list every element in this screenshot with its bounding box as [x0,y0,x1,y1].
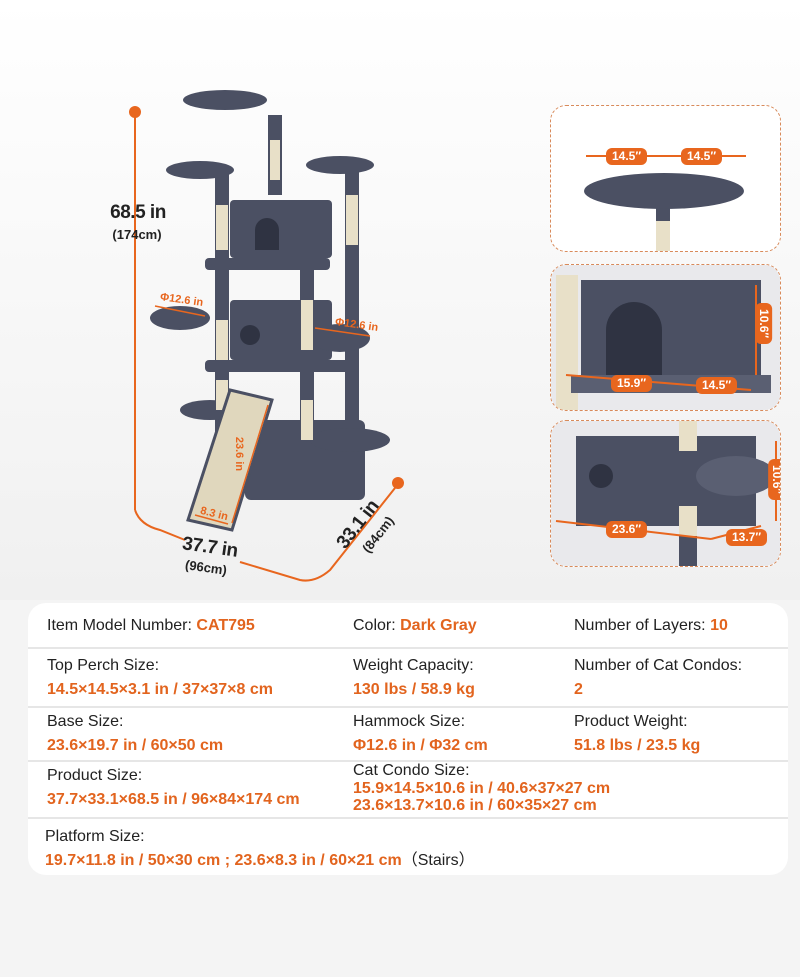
spec-platform: Platform Size: 19.7×11.8 in / 50×30 cm ; … [45,827,475,871]
spec-row: Item Model Number: CAT795 Color: Dark Gr… [28,603,788,649]
detail-panel-top-perch: 14.5″ 14.5″ [550,105,781,252]
spec-row: Platform Size: 19.7×11.8 in / 50×30 cm ; … [28,817,788,875]
spec-weight-capacity: Weight Capacity: 130 lbs / 58.9 kg [353,656,475,700]
spec-label: Color: [353,617,401,634]
spec-value: 23.6×19.7 in / 60×50 cm [47,737,224,754]
spec-value: CAT795 [196,617,255,634]
spec-label: Number of Cat Condos: [574,657,743,674]
height-cm: (174cm) [112,227,162,242]
cat-tree-illustration [129,90,404,582]
condo-height-label: 10.6″ [754,303,773,345]
spec-label: Top Perch Size: [47,657,160,674]
spec-value: 23.6×13.7×10.6 in / 60×35×27 cm [353,797,597,815]
spec-condos: Number of Cat Condos: 2 [574,656,742,700]
spec-product-weight: Product Weight: 51.8 lbs / 23.5 kg [574,712,700,756]
condo-width-label: 15.9″ [611,375,653,393]
spec-value: Dark Gray [400,617,477,634]
spec-value: 15.9×14.5×10.6 in / 40.6×37×27 cm [353,779,611,797]
spec-product-size: Product Size: 37.7×33.1×68.5 in / 96×84×1… [47,766,300,810]
perch-depth-label: 14.5″ [681,148,723,166]
spec-model: Item Model Number: CAT795 [47,616,255,636]
spec-label: Base Size: [47,713,124,730]
condo-depth-label: 14.5″ [696,377,738,395]
spec-label: Weight Capacity: [353,657,474,674]
spec-label: Product Size: [47,767,143,784]
spec-hammock: Hammock Size: Φ12.6 in / Φ32 cm [353,712,488,756]
spec-row: Top Perch Size: 14.5×14.5×3.1 in / 37×37×… [28,647,788,708]
spec-row: Base Size: 23.6×19.7 in / 60×50 cm Hammoc… [28,706,788,762]
spec-label: Number of Layers: [574,617,711,634]
ramp-length-label: 23.6 in [233,436,246,472]
spec-condo-size: Cat Condo Size:15.9×14.5×10.6 in / 40.6×… [353,762,610,815]
spec-value: 14.5×14.5×3.1 in / 37×37×8 cm [47,681,273,698]
spec-value: 130 lbs / 58.9 kg [353,681,475,698]
detail-panel-upper-condo: 15.9″ 14.5″ 10.6″ [550,264,781,411]
height-marker-icon [129,106,141,118]
spec-table: Item Model Number: CAT795 Color: Dark Gr… [28,603,788,875]
spec-value: 10 [710,617,728,634]
lower-condo-width-label: 23.6″ [606,521,648,539]
lower-condo-depth-label: 13.7″ [726,529,768,547]
spec-label: Item Model Number: [47,617,197,634]
spec-top-perch: Top Perch Size: 14.5×14.5×3.1 in / 37×37×… [47,656,273,700]
spec-label: Cat Condo Size: [353,762,470,779]
spec-label: Product Weight: [574,713,688,730]
detail-panel-lower-condo: 23.6″ 13.7″ 10.6″ [550,420,781,567]
spec-layers: Number of Layers: 10 [574,616,728,636]
spec-row: Product Size: 37.7×33.1×68.5 in / 96×84×1… [28,760,788,819]
dimension-lines [134,112,396,582]
spec-value: 2 [574,681,583,698]
spec-note: （Stairs） [401,852,475,869]
lower-condo-height-label: 10.6″ [767,459,780,501]
spec-value: 51.8 lbs / 23.5 kg [574,737,701,754]
spec-label: Platform Size: [45,828,145,845]
spec-label: Hammock Size: [353,713,466,730]
spec-value: Φ12.6 in / Φ32 cm [353,737,488,754]
scratching-ramp [186,388,274,532]
height-inches: 68.5 in [110,202,166,223]
spec-base: Base Size: 23.6×19.7 in / 60×50 cm [47,712,223,756]
perch-width-label: 14.5″ [606,148,648,166]
spec-value: 37.7×33.1×68.5 in / 96×84×174 cm [47,791,300,808]
depth-marker-icon [392,477,404,489]
spec-color: Color: Dark Gray [353,616,477,636]
spec-value: 19.7×11.8 in / 50×30 cm ; 23.6×8.3 in / … [45,852,402,869]
